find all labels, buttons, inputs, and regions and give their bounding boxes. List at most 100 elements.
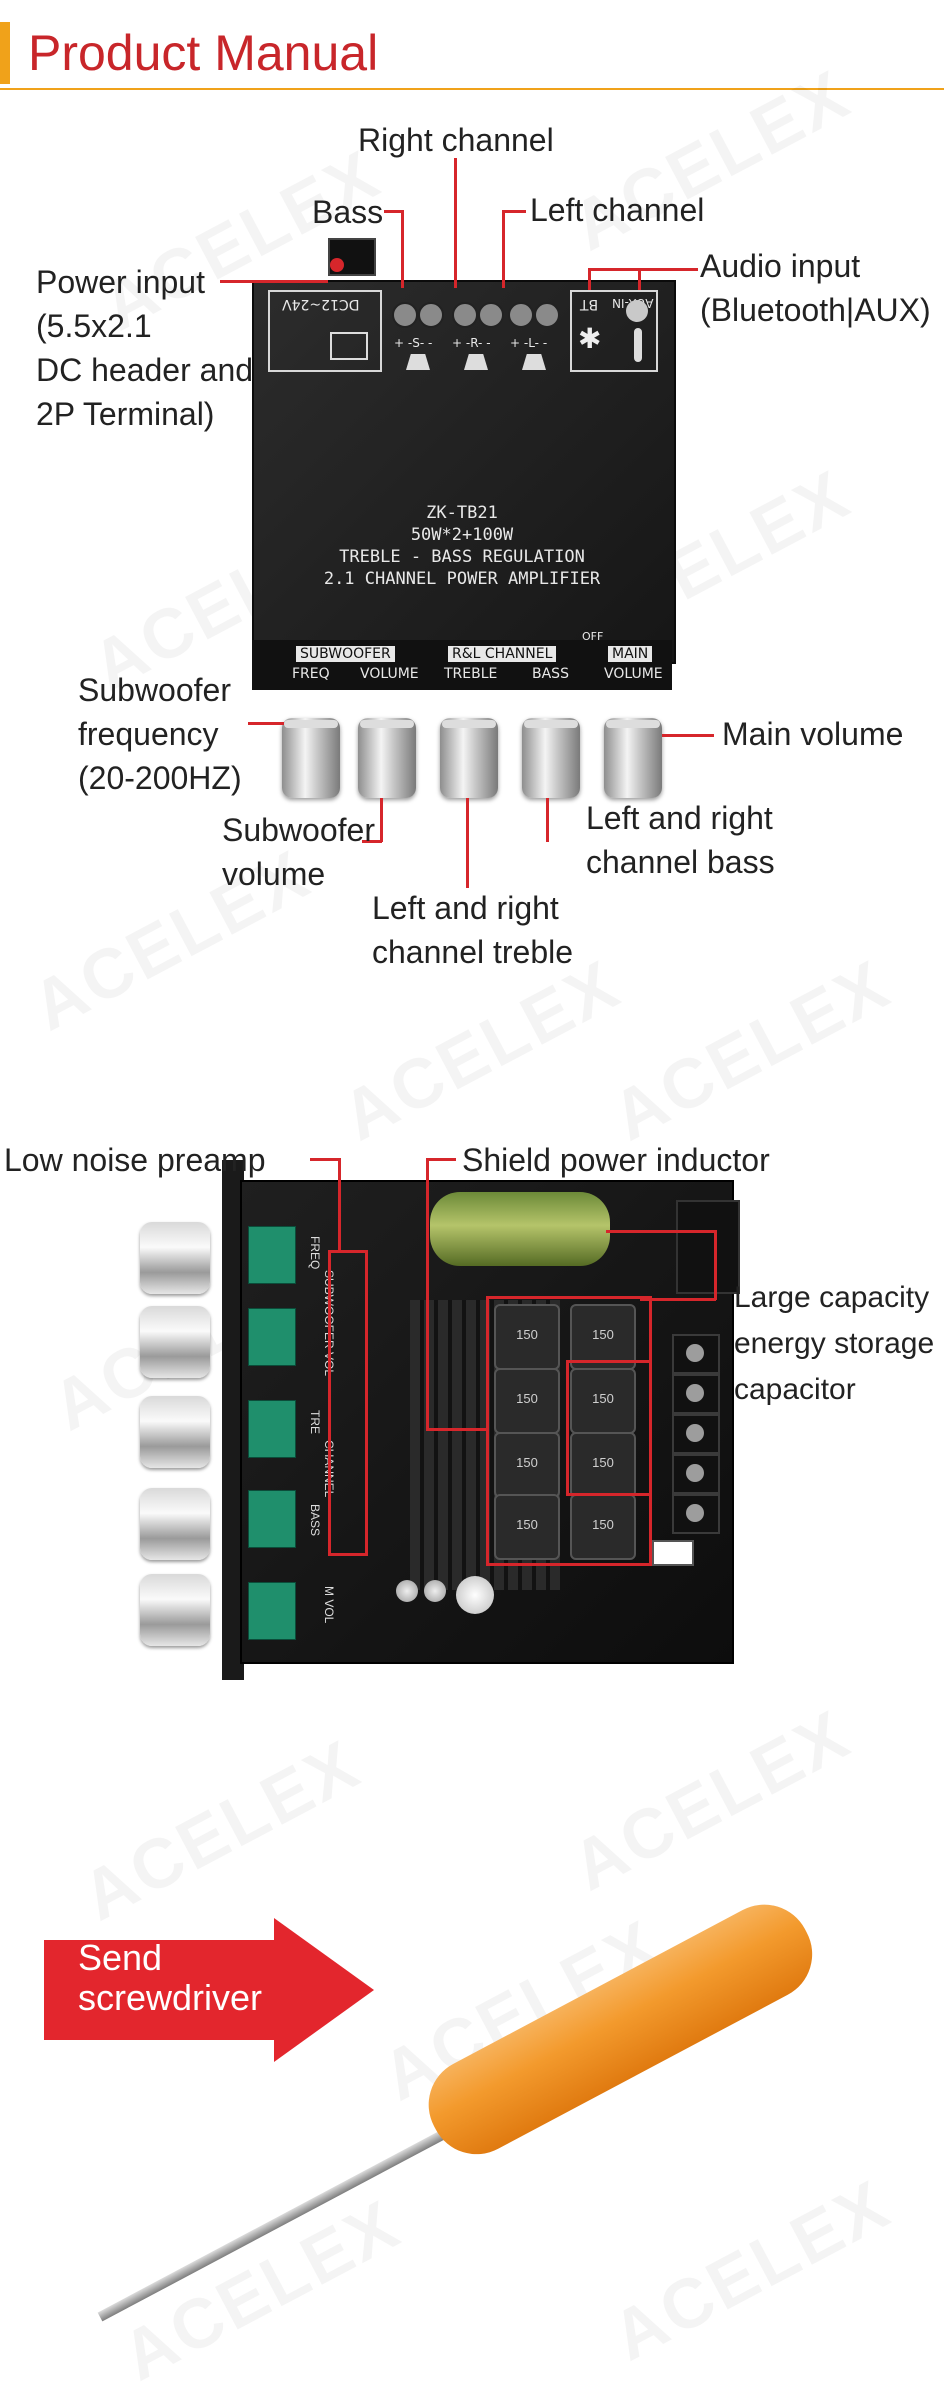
freq-label: FREQ <box>292 666 330 682</box>
watermark: ACELEX <box>69 1724 373 1936</box>
aux-jack <box>626 300 648 322</box>
power-input-detail-2: DC header and <box>36 352 254 388</box>
callout-line <box>310 1158 340 1161</box>
callout-line <box>248 722 284 725</box>
side-knob[interactable] <box>140 1574 210 1646</box>
inductor: 150 <box>494 1494 560 1560</box>
side-knob[interactable] <box>140 1306 210 1378</box>
speaker-l-label: + -L- - <box>510 336 548 350</box>
watermark: ACELEX <box>599 2164 903 2376</box>
audio-input-label: Audio input <box>700 248 861 284</box>
callout-line <box>338 1158 341 1252</box>
terminal-block <box>672 1334 720 1374</box>
send-arrow-head <box>274 1918 374 2062</box>
callout-line <box>588 268 698 271</box>
terminal-block <box>672 1374 720 1414</box>
watermark: ACELEX <box>599 944 903 1156</box>
terminal-block <box>672 1454 720 1494</box>
main-volume-knob[interactable] <box>604 718 662 798</box>
silk-bass: BASS <box>308 1504 322 1537</box>
silk-m-vol: M VOL <box>322 1586 336 1624</box>
small-capacitor <box>396 1580 418 1602</box>
potentiometer <box>248 1400 296 1458</box>
sub-volume-label-2: volume <box>222 856 326 892</box>
preamp-highlight <box>328 1250 368 1556</box>
callout-line <box>426 1158 429 1430</box>
capacitor-label-2: energy storage <box>734 1327 935 1360</box>
board-side-panel <box>222 1160 244 1680</box>
off-label: OFF <box>582 630 604 643</box>
sub-freq-label-2: frequency <box>78 716 219 752</box>
callout-line <box>606 1230 716 1233</box>
storage-capacitor <box>430 1192 610 1266</box>
speaker-screw <box>478 302 504 328</box>
callout-line <box>220 280 328 283</box>
speaker-icon <box>406 354 430 370</box>
power-input-detail-1: (5.5x2.1 <box>36 308 152 344</box>
speaker-icon <box>522 354 546 370</box>
send-line-1: Send <box>78 1937 163 1978</box>
sub-freq-label-3: (20-200HZ) <box>78 760 242 796</box>
side-knob[interactable] <box>140 1488 210 1560</box>
inductor: 150 <box>494 1368 560 1434</box>
audio-input-detail: (Bluetooth|AUX) <box>700 292 931 328</box>
potentiometer <box>248 1226 296 1284</box>
subwoofer-section-label: SUBWOOFER <box>296 646 395 662</box>
watermark: ACELEX <box>559 1694 863 1906</box>
power-terminal-icon <box>330 332 368 360</box>
callout-line <box>426 1158 456 1161</box>
callout-line <box>466 798 469 888</box>
preamp-label: Low noise preamp <box>4 1142 266 1178</box>
left-channel-label: Left channel <box>530 192 705 228</box>
right-channel-label: Right channel <box>358 122 554 158</box>
sub-freq-knob[interactable] <box>282 718 340 798</box>
potentiometer <box>248 1308 296 1366</box>
callout-line <box>502 210 526 213</box>
callout-line <box>546 798 549 842</box>
callout-line <box>662 734 714 737</box>
potentiometer <box>248 1490 296 1548</box>
callout-line <box>401 210 404 288</box>
sub-volume-knob[interactable] <box>358 718 416 798</box>
callout-line <box>640 1298 716 1301</box>
side-knob[interactable] <box>140 1396 210 1468</box>
inductor-label: Shield power inductor <box>462 1142 770 1178</box>
inductor: 150 <box>570 1368 636 1434</box>
treble-knob[interactable] <box>440 718 498 798</box>
dc-jack <box>676 1200 740 1294</box>
capacitor-label-3: capacitor <box>734 1373 856 1406</box>
inductor: 150 <box>570 1432 636 1498</box>
sub-volume-label: VOLUME <box>360 666 419 682</box>
bluetooth-icon: ✱ <box>578 323 602 354</box>
power-label: 50W*2+100W <box>410 525 514 545</box>
speaker-screw <box>508 302 534 328</box>
header-divider <box>0 88 944 90</box>
main-volume-callout: Main volume <box>722 716 904 752</box>
tone-label: TREBLE - BASS REGULATION <box>339 547 585 567</box>
watermark: ACELEX <box>559 54 863 266</box>
sub-freq-label-1: Subwoofer <box>78 672 231 708</box>
treble-label: TREBLE <box>444 666 498 682</box>
speaker-icon <box>464 354 488 370</box>
model-label: ZK-TB21 <box>426 503 498 523</box>
speaker-screw <box>452 302 478 328</box>
main-section-label: MAIN <box>608 646 653 662</box>
power-input-detail-3: 2P Terminal) <box>36 396 215 432</box>
bass-knob[interactable] <box>522 718 580 798</box>
send-arrow <box>44 1940 274 2040</box>
terminal-block <box>672 1494 720 1534</box>
inductor: 150 <box>494 1432 560 1498</box>
small-capacitor <box>424 1580 446 1602</box>
page-title: Product Manual <box>28 25 379 81</box>
sub-volume-label-1: Subwoofer <box>222 812 375 848</box>
silk-freq: FREQ <box>308 1236 322 1270</box>
rl-channel-section-label: R&L CHANNEL <box>448 646 557 662</box>
bass-terminal-label: Bass <box>312 194 384 230</box>
capacitor-label-1: Large capacity <box>734 1281 930 1314</box>
side-knob[interactable] <box>140 1222 210 1294</box>
lr-bass-label-1: Left and right <box>586 800 773 836</box>
electrolytic-capacitor <box>456 1576 494 1614</box>
capacitor-highlight <box>566 1360 652 1496</box>
dc-panel-box <box>268 290 382 372</box>
speaker-screw <box>392 302 418 328</box>
